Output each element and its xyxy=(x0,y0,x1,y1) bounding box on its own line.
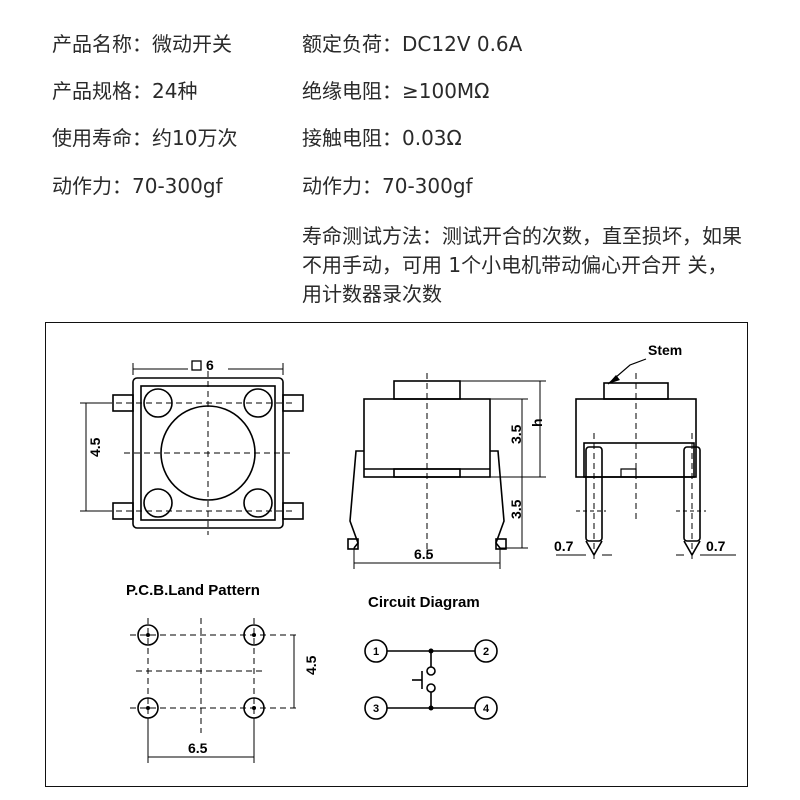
spec-test-method: 寿命测试方法：测试开合的次数，直至损坏，如果不用手动，可用 1个小电机带动偏心开… xyxy=(302,224,742,306)
pcb-title: P.C.B.Land Pattern xyxy=(126,582,260,599)
dim-h: h xyxy=(529,418,545,427)
pin-3: 3 xyxy=(373,703,379,715)
spec-product-spec: 产品规格：24种 xyxy=(52,79,198,103)
spec-rated-load: 额定负荷：DC12V 0.6A xyxy=(302,32,523,56)
spec-lifespan: 使用寿命：约10万次 xyxy=(52,126,238,150)
pcb-dim-4-5: 4.5 xyxy=(303,655,319,675)
dim-3-5-top: 3.5 xyxy=(508,424,524,444)
technical-drawing: □6 6 4.5 3.5 h 3.5 6.5 0.7 0.7 Stem P.C.… xyxy=(80,342,736,763)
front-view xyxy=(556,358,736,563)
technical-drawing-frame: □6 6 4.5 3.5 h 3.5 6.5 0.7 0.7 Stem P.C.… xyxy=(45,322,748,787)
spec-force-right: 动作力：70-300gf xyxy=(302,174,473,198)
spec-insulation: 绝缘电阻：≥100MΩ xyxy=(302,79,490,103)
circuit-title: Circuit Diagram xyxy=(368,594,480,611)
dim-6-5-side: 6.5 xyxy=(414,546,434,562)
spec-contact-resistance: 接触电阻：0.03Ω xyxy=(302,126,462,150)
dim-0-7-right: 0.7 xyxy=(706,538,726,554)
dim-3-5-bottom: 3.5 xyxy=(508,499,524,519)
dim-0-7-left: 0.7 xyxy=(554,538,574,554)
spec-product-name: 产品名称：微动开关 xyxy=(52,32,232,56)
spec-force-left: 动作力：70-300gf xyxy=(52,174,223,198)
top-view xyxy=(80,363,304,535)
stem-label: Stem xyxy=(648,342,682,358)
pcb-dim-6-5: 6.5 xyxy=(188,740,208,756)
pin-1: 1 xyxy=(373,646,379,658)
svg-text:6: 6 xyxy=(206,357,214,373)
side-view xyxy=(347,373,546,569)
pin-4: 4 xyxy=(483,703,490,715)
dim-4-5-top-view: 4.5 xyxy=(87,437,103,457)
pin-2: 2 xyxy=(483,646,489,658)
pcb-land-pattern xyxy=(130,618,298,763)
